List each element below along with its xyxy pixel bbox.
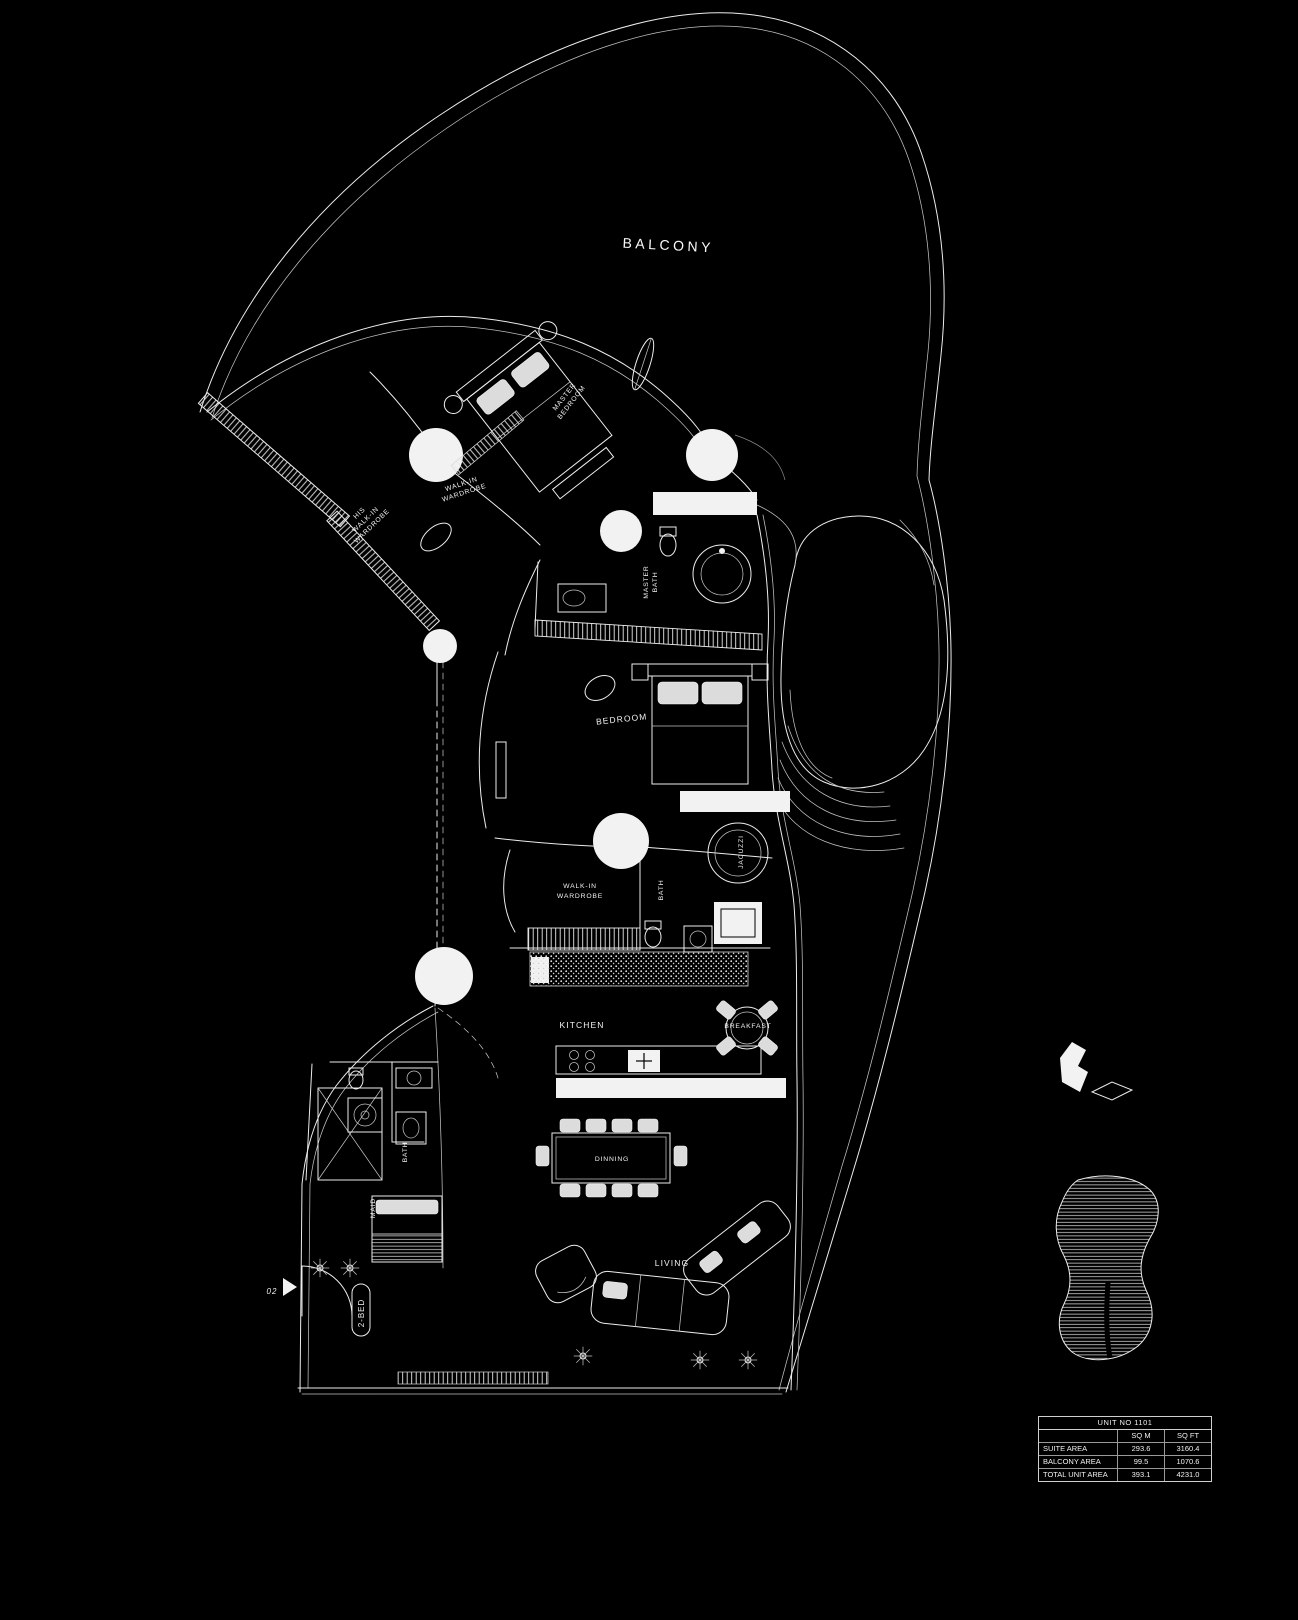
area-label: SUITE AREA xyxy=(1043,1444,1088,1453)
area-table-col-sqft: SQ FT xyxy=(1164,1430,1211,1442)
area-table-title: UNIT NO 1101 xyxy=(1039,1417,1211,1430)
label-master-bath: MASTER BATH xyxy=(643,565,659,598)
balcony-lounger xyxy=(631,337,655,391)
threshold-hatch xyxy=(397,1371,549,1385)
room-labels: BALCONY MASTER BEDROOM WALK-IN WARDROBE … xyxy=(267,235,771,1328)
column-circle xyxy=(423,629,457,663)
label-entry-number: 02 xyxy=(267,1287,278,1296)
label-master-bedroom: MASTER BEDROOM xyxy=(552,382,587,421)
chaise-chair xyxy=(420,522,452,552)
area-table: UNIT NO 1101 SQ M SQ FT SUITE AREA 293.6… xyxy=(1038,1416,1212,1482)
svg-text:MASTER: MASTER xyxy=(643,565,650,598)
label-kitchen: KITCHEN xyxy=(559,1020,604,1030)
master-bath-fixtures xyxy=(557,526,752,613)
toilet-icon xyxy=(659,526,677,557)
entry-arrow-icon xyxy=(283,1278,297,1296)
label-balcony: BALCONY xyxy=(622,235,714,256)
dining-table xyxy=(535,1118,688,1198)
svg-text:WALK-IN: WALK-IN xyxy=(563,883,597,890)
living-sofa-right xyxy=(683,1200,791,1296)
louver-wall-upper xyxy=(197,392,351,528)
label-walkin: WALK-IN WARDROBE xyxy=(557,883,603,900)
label-unit-type: 2-BED xyxy=(357,1299,366,1328)
area-table-row-suite: SUITE AREA 293.6 3160.4 xyxy=(1039,1443,1211,1456)
walkin-comb xyxy=(527,927,641,951)
kitchen-appliances xyxy=(555,1045,762,1075)
area-table-col-sqm: SQ M xyxy=(1117,1430,1164,1442)
area-table-header-label xyxy=(1039,1430,1117,1442)
area-sqm: 99.5 xyxy=(1117,1456,1164,1468)
bedroom-chair xyxy=(584,675,616,701)
column-circle xyxy=(686,429,738,481)
label-maid: MAID xyxy=(370,1198,377,1218)
column-circle xyxy=(593,813,649,869)
master-closet-comb xyxy=(450,410,525,476)
label-jacuzzi: JACUZZI xyxy=(738,835,745,869)
column-circle xyxy=(415,947,473,1005)
suite-boundary xyxy=(206,315,804,1395)
area-sqft: 3160.4 xyxy=(1164,1443,1211,1455)
column-circle xyxy=(600,510,642,552)
toilet-icon xyxy=(644,920,662,948)
label-maid-bath: BATH xyxy=(402,1142,409,1163)
master-bed xyxy=(443,321,615,500)
area-table-row-total: TOTAL UNIT AREA 393.1 4231.0 xyxy=(1039,1469,1211,1481)
bedroom-console xyxy=(495,741,507,799)
column-circle xyxy=(409,428,463,482)
bath2-fixtures xyxy=(644,822,769,953)
toilet-icon xyxy=(348,1067,364,1090)
area-sqft: 4231.0 xyxy=(1164,1469,1211,1481)
breakfast-table xyxy=(716,1000,778,1056)
svg-text:WARDROBE: WARDROBE xyxy=(557,893,603,900)
entry xyxy=(283,1265,371,1337)
label-bath: BATH xyxy=(658,880,665,901)
label-bedroom: BEDROOM xyxy=(595,711,647,726)
louver-wall-lower xyxy=(326,510,441,632)
area-label: TOTAL UNIT AREA xyxy=(1043,1470,1108,1479)
label-dinning: DINNING xyxy=(595,1156,629,1163)
key-plan xyxy=(1055,1042,1159,1361)
kitchen-counter-speckle xyxy=(529,951,749,987)
label-breakfast: BREAKFAST xyxy=(724,1023,771,1030)
living-sofa-main xyxy=(590,1270,730,1336)
area-sqm: 293.6 xyxy=(1117,1443,1164,1455)
area-sqft: 1070.6 xyxy=(1164,1456,1211,1468)
key-plan-footprint xyxy=(1055,1175,1159,1361)
structural-columns xyxy=(409,428,738,1005)
area-sqm: 393.1 xyxy=(1117,1469,1164,1481)
balcony-outer-edge xyxy=(199,12,952,1393)
organic-void xyxy=(734,434,949,851)
bedroom-bed xyxy=(631,663,769,785)
living-armchair xyxy=(535,1244,597,1304)
svg-text:BATH: BATH xyxy=(652,572,659,593)
key-plan-marker xyxy=(1060,1042,1134,1101)
area-table-row-balcony: BALCONY AREA 99.5 1070.6 xyxy=(1039,1456,1211,1469)
maid-room xyxy=(317,1067,443,1263)
area-table-header-row: SQ M SQ FT xyxy=(1039,1430,1211,1443)
label-living: LIVING xyxy=(655,1258,689,1268)
area-label: BALCONY AREA xyxy=(1043,1457,1101,1466)
